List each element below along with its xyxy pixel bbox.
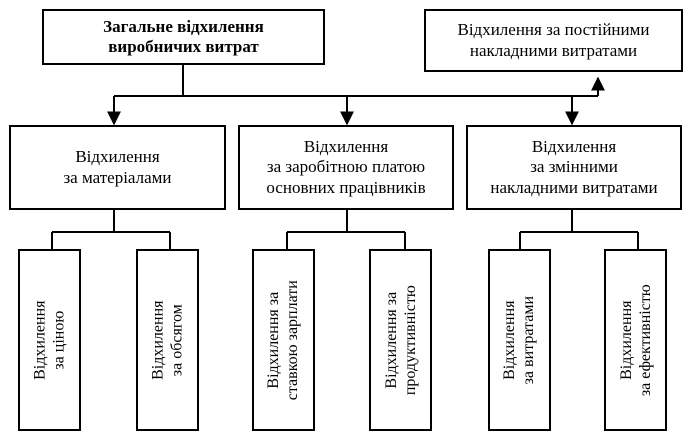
spending-variance-line-1: Відхилення [501, 300, 519, 380]
volume-variance-box: Відхилення за обсягом [136, 249, 199, 431]
labor-line-3: основних працівників [266, 177, 426, 197]
total-variance-box: Загальне відхилення виробничих витрат [42, 9, 325, 65]
total-variance-line-1: Загальне відхилення [103, 16, 264, 36]
productivity-variance-line-2: продуктивністю [401, 285, 419, 395]
materials-line-1: Відхилення [75, 147, 160, 167]
materials-variance-box: Відхилення за матеріалами [9, 125, 226, 210]
price-variance-box: Відхилення за ціною [18, 249, 81, 431]
price-variance-line-2: за ціною [50, 310, 68, 370]
spending-variance-line-2: за витратами [520, 295, 538, 385]
materials-line-2: за матеріалами [63, 167, 172, 187]
variable-overhead-line-1: Відхилення [531, 136, 617, 156]
wage-rate-variance-line-1: Відхилення за [265, 291, 283, 389]
efficiency-variance-line-2: за ефективністю [636, 284, 654, 396]
efficiency-variance-line-1: Відхилення [617, 300, 635, 380]
total-variance-line-2: виробничих витрат [108, 37, 259, 56]
volume-variance-line-2: за обсягом [168, 303, 186, 377]
wage-rate-variance-box: Відхилення за ставкою зарплати [252, 249, 315, 431]
efficiency-variance-box: Відхилення за ефективністю [604, 249, 667, 431]
labor-variance-box: Відхилення за заробітною платою основних… [238, 125, 454, 210]
productivity-variance-box: Відхилення за продуктивністю [369, 249, 432, 431]
labor-line-2: за заробітною платою [266, 157, 426, 177]
spending-variance-box: Відхилення за витратами [488, 249, 551, 431]
fixed-overhead-variance-box: Відхилення за постійними накладними витр… [424, 9, 683, 72]
price-variance-line-1: Відхилення [31, 300, 49, 380]
productivity-variance-line-1: Відхилення за [382, 291, 400, 389]
variable-overhead-line-3: накладними витратами [490, 177, 658, 197]
variable-overhead-line-2: за змінними [530, 157, 618, 177]
fixed-overhead-line-1: Відхилення за постійними [457, 20, 650, 40]
wage-rate-variance-line-2: ставкою зарплати [284, 279, 302, 401]
volume-variance-line-1: Відхилення [149, 300, 167, 380]
variable-overhead-variance-box: Відхилення за змінними накладними витрат… [466, 125, 682, 210]
labor-line-1: Відхилення [303, 136, 389, 156]
fixed-overhead-line-2: накладними витратами [469, 40, 638, 60]
